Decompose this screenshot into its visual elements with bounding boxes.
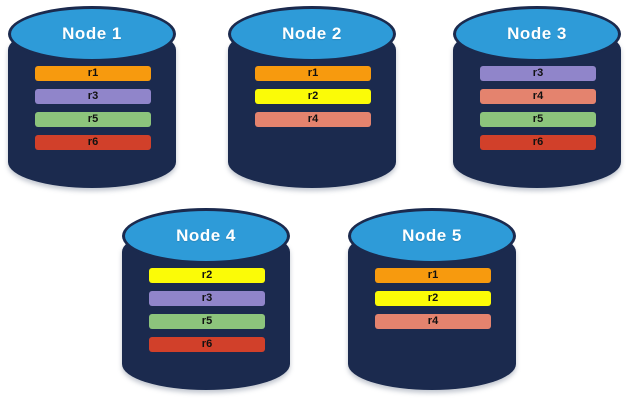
replica-bar[interactable]: r3 <box>149 291 265 306</box>
replica-bar[interactable]: r5 <box>35 112 151 127</box>
cylinder-top-ellipse <box>228 6 396 62</box>
database-node-2[interactable]: Node 2 r1 r2 r4 <box>228 6 396 188</box>
replica-bar[interactable]: r1 <box>255 66 371 81</box>
database-node-3[interactable]: Node 3 r3 r4 r5 r6 <box>453 6 621 188</box>
replica-bar[interactable]: r3 <box>480 66 596 81</box>
database-node-5[interactable]: Node 5 r1 r2 r4 <box>348 208 516 390</box>
replica-bar[interactable]: r4 <box>255 112 371 127</box>
cylinder-top-ellipse <box>122 208 290 264</box>
cylinder-top-ellipse <box>453 6 621 62</box>
replica-bar[interactable]: r1 <box>375 268 491 283</box>
replica-bar[interactable]: r4 <box>375 314 491 329</box>
replica-bar[interactable]: r5 <box>149 314 265 329</box>
replica-list: r3 r4 r5 r6 <box>480 66 596 158</box>
replica-bar[interactable]: r6 <box>480 135 596 150</box>
replica-list: r1 r2 r4 <box>375 268 491 337</box>
replica-bar[interactable]: r5 <box>480 112 596 127</box>
replica-bar[interactable]: r1 <box>35 66 151 81</box>
cylinder-top-ellipse <box>348 208 516 264</box>
replica-bar[interactable]: r2 <box>149 268 265 283</box>
replica-list: r1 r2 r4 <box>255 66 371 135</box>
database-node-4[interactable]: Node 4 r2 r3 r5 r6 <box>122 208 290 390</box>
database-node-1[interactable]: Node 1 r1 r3 r5 r6 <box>8 6 176 188</box>
replica-list: r1 r3 r5 r6 <box>35 66 151 158</box>
replica-bar[interactable]: r6 <box>35 135 151 150</box>
replica-bar[interactable]: r2 <box>375 291 491 306</box>
replica-bar[interactable]: r2 <box>255 89 371 104</box>
replica-bar[interactable]: r6 <box>149 337 265 352</box>
replica-bar[interactable]: r4 <box>480 89 596 104</box>
replica-bar[interactable]: r3 <box>35 89 151 104</box>
replica-list: r2 r3 r5 r6 <box>149 268 265 360</box>
cylinder-top-ellipse <box>8 6 176 62</box>
